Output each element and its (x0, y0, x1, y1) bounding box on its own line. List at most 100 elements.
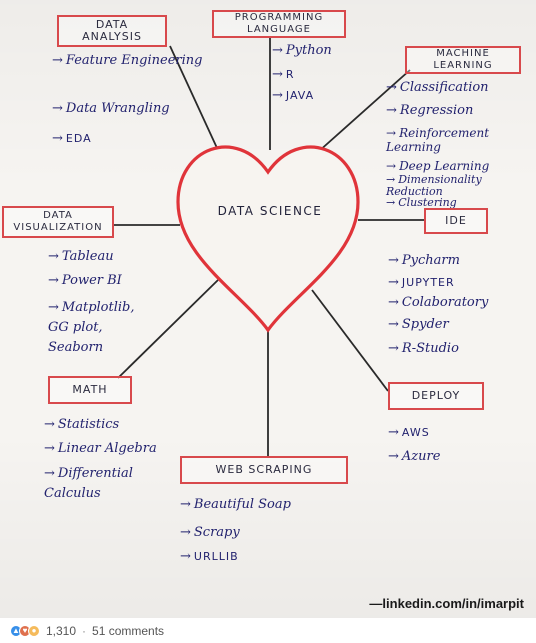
arrow-icon: → (388, 425, 399, 440)
comments-link[interactable]: 51 comments (92, 623, 165, 638)
item-text: JUPYTER (401, 276, 455, 289)
arrow-icon: → (48, 273, 59, 288)
item-text: Deep Learning (399, 159, 490, 173)
item-text: R (285, 68, 295, 81)
item-text: Matplotlib, GG plot, Seaborn (48, 300, 135, 355)
item-text: Feature Engineering (65, 53, 203, 68)
machine-learning-box: MACHINE LEARNING (405, 46, 521, 74)
item-text: Linear Algebra (57, 441, 157, 456)
item-text: AWS (401, 426, 430, 439)
list-item: →Spyder (388, 318, 449, 332)
item-text: Power BI (61, 273, 122, 288)
insightful-icon: ● (28, 624, 40, 637)
arrow-icon: → (388, 449, 399, 464)
arrow-icon: → (272, 88, 283, 103)
arrow-icon: → (386, 126, 397, 140)
list-item: →Matplotlib, GG plot, Seaborn (48, 298, 144, 358)
list-item: →Python (272, 44, 332, 58)
list-item: →Beautiful Soap (180, 498, 291, 512)
connector-lines (113, 37, 424, 456)
machine-learning-title: MACHINE LEARNING (433, 48, 493, 71)
item-text: Differential Calculus (44, 466, 133, 501)
data-analysis-box: DATA ANALYSIS (57, 15, 167, 47)
list-item: →Clustering (386, 196, 457, 210)
list-item: →JUPYTER (388, 276, 455, 290)
web-scraping-title: WEB SCRAPING (215, 463, 313, 476)
arrow-icon: → (386, 173, 396, 186)
item-text: Data Wrangling (65, 101, 170, 116)
list-item: →Pycharm (388, 254, 460, 268)
heart-outline (176, 145, 360, 333)
arrow-icon: → (180, 497, 191, 512)
arrow-icon: → (388, 253, 399, 268)
list-item: →Tableau (48, 250, 114, 264)
mind-map-photo: DATA SCIENCE DATA ANALYSIS →Feature Engi… (0, 0, 536, 618)
arrow-icon: → (44, 417, 55, 432)
arrow-icon: → (386, 80, 397, 95)
item-text: Dimensionality Reduction (386, 173, 482, 198)
arrow-icon: → (388, 317, 399, 332)
item-text: Colaboratory (401, 295, 489, 310)
item-text: Clustering (398, 196, 457, 209)
item-text: URLLIB (193, 550, 239, 563)
arrow-icon: → (52, 131, 63, 146)
list-item: →Classification (386, 81, 489, 95)
list-item: →Regression (386, 104, 473, 118)
data-visualization-box: DATA VISUALIZATION (2, 206, 114, 238)
list-item: →AWS (388, 426, 430, 440)
item-text: Azure (401, 449, 441, 464)
arrow-icon: → (44, 441, 55, 456)
web-scraping-box: WEB SCRAPING (180, 456, 348, 484)
list-item: →JAVA (272, 89, 314, 103)
item-text: Beautiful Soap (193, 497, 291, 512)
item-text: EDA (65, 132, 92, 145)
data-visualization-title: DATA VISUALIZATION (13, 210, 103, 233)
item-text: Classification (399, 80, 489, 95)
arrow-icon: → (272, 43, 283, 58)
arrow-icon: → (386, 196, 396, 209)
programming-language-box: PROGRAMMING LANGUAGE (212, 10, 346, 38)
list-item: →Data Wrangling (52, 102, 170, 116)
list-item: →Statistics (44, 418, 119, 432)
list-item: →URLLIB (180, 550, 239, 564)
reaction-count[interactable]: 1,310 (46, 623, 77, 638)
list-item: →Scrapy (180, 526, 240, 540)
item-text: Reinforcement Learning (386, 126, 490, 154)
arrow-icon: → (272, 67, 283, 82)
list-item: →Differential Calculus (44, 464, 154, 504)
list-item: →Dimensionality Reduction (386, 174, 526, 198)
data-analysis-title: DATA ANALYSIS (82, 18, 142, 43)
math-title: MATH (72, 383, 108, 396)
arrow-icon: → (52, 101, 63, 116)
item-text: Regression (399, 103, 474, 118)
center-label: DATA SCIENCE (217, 204, 323, 218)
list-item: →R-Studio (388, 342, 459, 356)
item-text: Python (285, 43, 332, 58)
list-item: →Linear Algebra (44, 442, 157, 456)
ide-title: IDE (445, 214, 467, 227)
arrow-icon: → (44, 466, 55, 481)
item-text: R-Studio (401, 341, 459, 356)
arrow-icon: → (48, 249, 59, 264)
deploy-box: DEPLOY (388, 382, 484, 410)
math-box: MATH (48, 376, 132, 404)
arrow-icon: → (388, 275, 399, 290)
list-item: →EDA (52, 132, 92, 146)
list-item: →R (272, 68, 295, 82)
arrow-icon: → (52, 53, 63, 68)
arrow-icon: → (388, 295, 399, 310)
deploy-title: DEPLOY (411, 389, 461, 402)
arrow-icon: → (388, 341, 399, 356)
arrow-icon: → (386, 159, 397, 173)
item-text: Statistics (57, 417, 120, 432)
item-text: Tableau (61, 249, 114, 264)
reaction-icons[interactable]: ▲ ♥ ● (10, 624, 40, 637)
item-text: Scrapy (193, 525, 240, 540)
item-text: JAVA (285, 89, 315, 102)
arrow-icon: → (180, 549, 191, 564)
reactions-bar[interactable]: ▲ ♥ ● 1,310 · 51 comments (0, 618, 536, 643)
arrow-icon: → (386, 103, 397, 118)
list-item: →Feature Engineering (52, 54, 202, 68)
ide-box: IDE (424, 208, 488, 234)
list-item: →Reinforcement Learning (386, 126, 526, 154)
